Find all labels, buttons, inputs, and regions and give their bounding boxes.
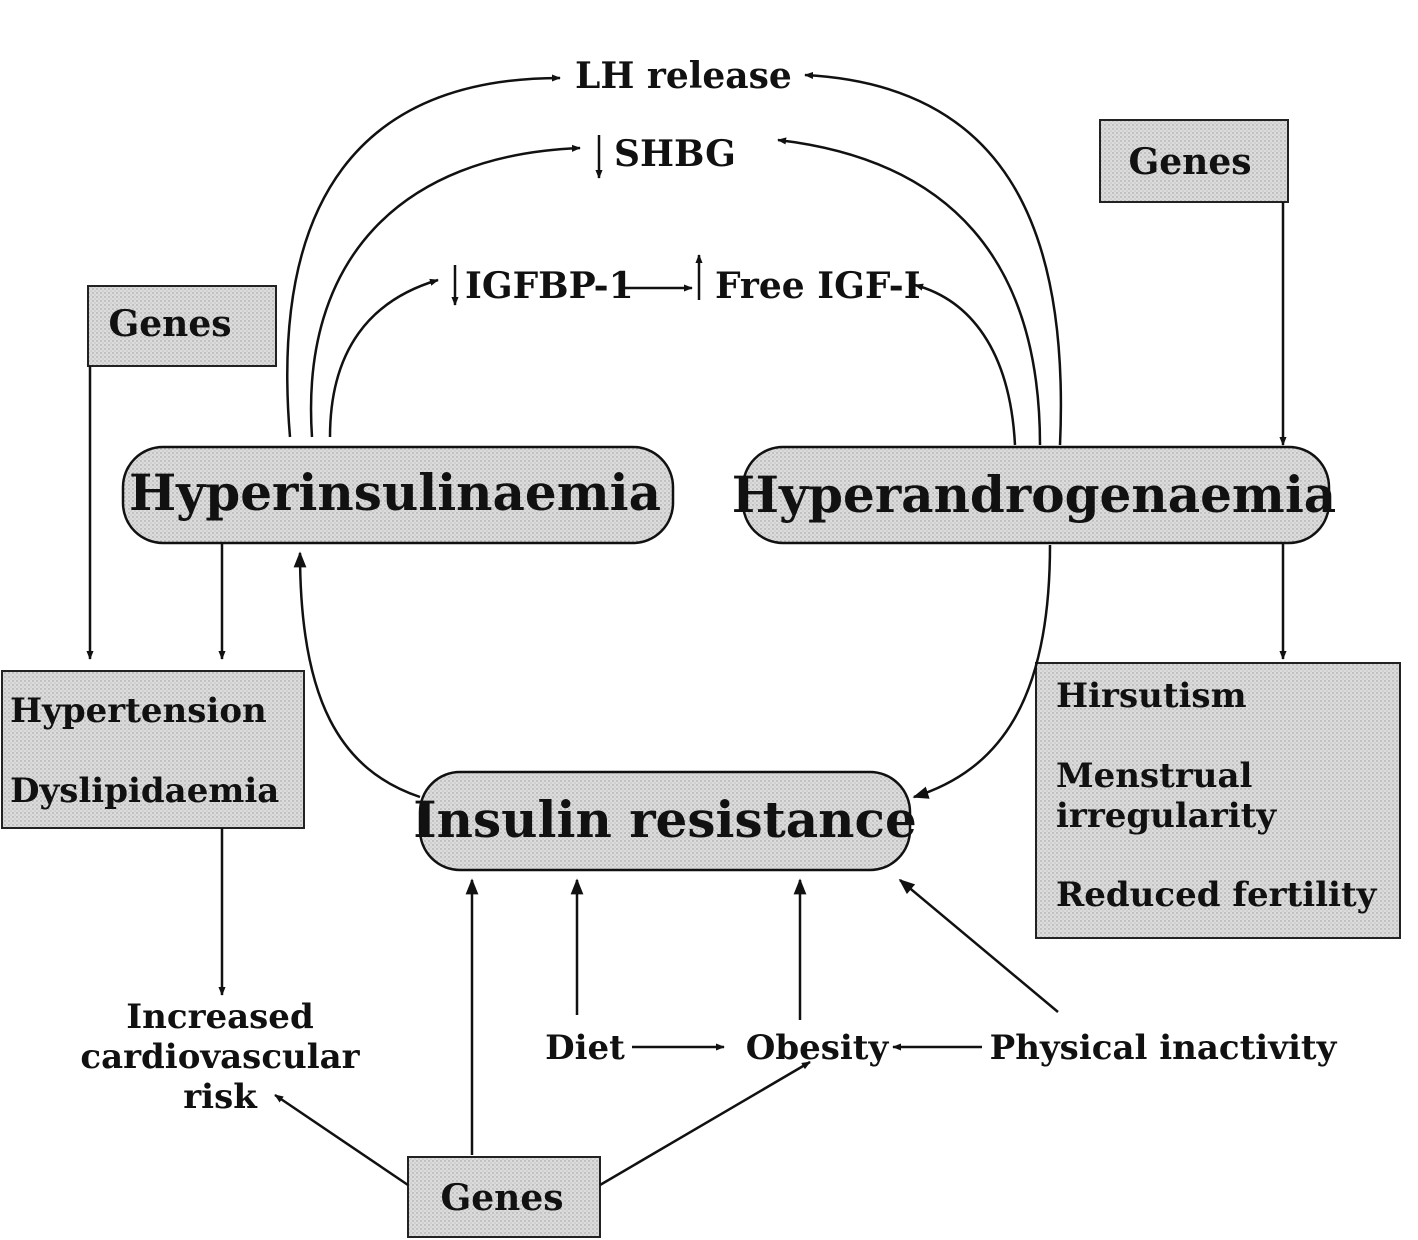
arrow-lh-to-hyperandrogenaemia xyxy=(804,71,1063,446)
genes-right-label: Genes xyxy=(1129,141,1252,183)
dyslipidaemia-label: Dyslipidaemia xyxy=(10,771,279,811)
arrow-genes-bottom-to-cv-risk xyxy=(274,1093,409,1187)
arrow-hyperinsulinaemia-to-igfbp1 xyxy=(328,278,439,438)
genes-box-left xyxy=(87,285,277,367)
cardio-symptoms-box xyxy=(1,670,305,829)
genes-left-label: Genes xyxy=(109,303,232,345)
free-igf1-label: Free IGF-I xyxy=(715,265,921,307)
genes-box-bottom xyxy=(407,1156,601,1238)
arrow-genes-bottom-to-obesity xyxy=(599,1060,811,1187)
cv-risk-label-line3: risk xyxy=(183,1077,258,1117)
diet-label: Diet xyxy=(545,1028,625,1068)
menstrual-label-line2: irregularity xyxy=(1056,796,1277,836)
lh-release-label: LH release xyxy=(575,55,792,97)
hyperinsulinaemia-label: Hyperinsulinaemia xyxy=(129,463,661,522)
reduced-fertility-label: Reduced fertility xyxy=(1056,875,1378,915)
genes-bottom-label: Genes xyxy=(441,1177,564,1219)
arrow-insulin-resistance-to-hyperinsulinaemia xyxy=(293,551,421,799)
hirsutism-label: Hirsutism xyxy=(1056,676,1247,716)
arrow-hyperandrogenaemia-to-insulin-resistance xyxy=(912,544,1052,799)
arrow-shbg-to-hyperandrogenaemia xyxy=(777,137,1042,446)
arrow-freeigf-to-hyperandrogenaemia xyxy=(914,283,1017,446)
insulin-resistance-node xyxy=(418,770,912,872)
hyperandrogenaemia-label: Hyperandrogenaemia xyxy=(732,465,1336,524)
menstrual-label-line1: Menstrual xyxy=(1056,756,1252,796)
arrow-hyperinsulinaemia-to-lh xyxy=(286,74,561,438)
hypertension-label: Hypertension xyxy=(10,691,267,731)
physical-inactivity-label: Physical inactivity xyxy=(990,1028,1338,1068)
reproductive-symptoms-box xyxy=(1035,662,1401,939)
hyperinsulinaemia-node xyxy=(121,445,675,545)
cv-risk-label-line2: cardiovascular xyxy=(80,1037,360,1077)
arrow-hyperinsulinaemia-to-shbg xyxy=(309,144,581,438)
cv-risk-label-line1: Increased xyxy=(126,997,313,1037)
insulin-resistance-label: Insulin resistance xyxy=(413,790,917,849)
igfbp1-label: IGFBP-1 xyxy=(465,265,634,307)
hyperandrogenaemia-node xyxy=(741,445,1331,545)
shbg-label: SHBG xyxy=(614,133,736,175)
genes-box-right xyxy=(1099,119,1289,203)
obesity-label: Obesity xyxy=(746,1028,890,1068)
arrow-inactivity-to-insulin-resistance xyxy=(898,878,1059,1013)
